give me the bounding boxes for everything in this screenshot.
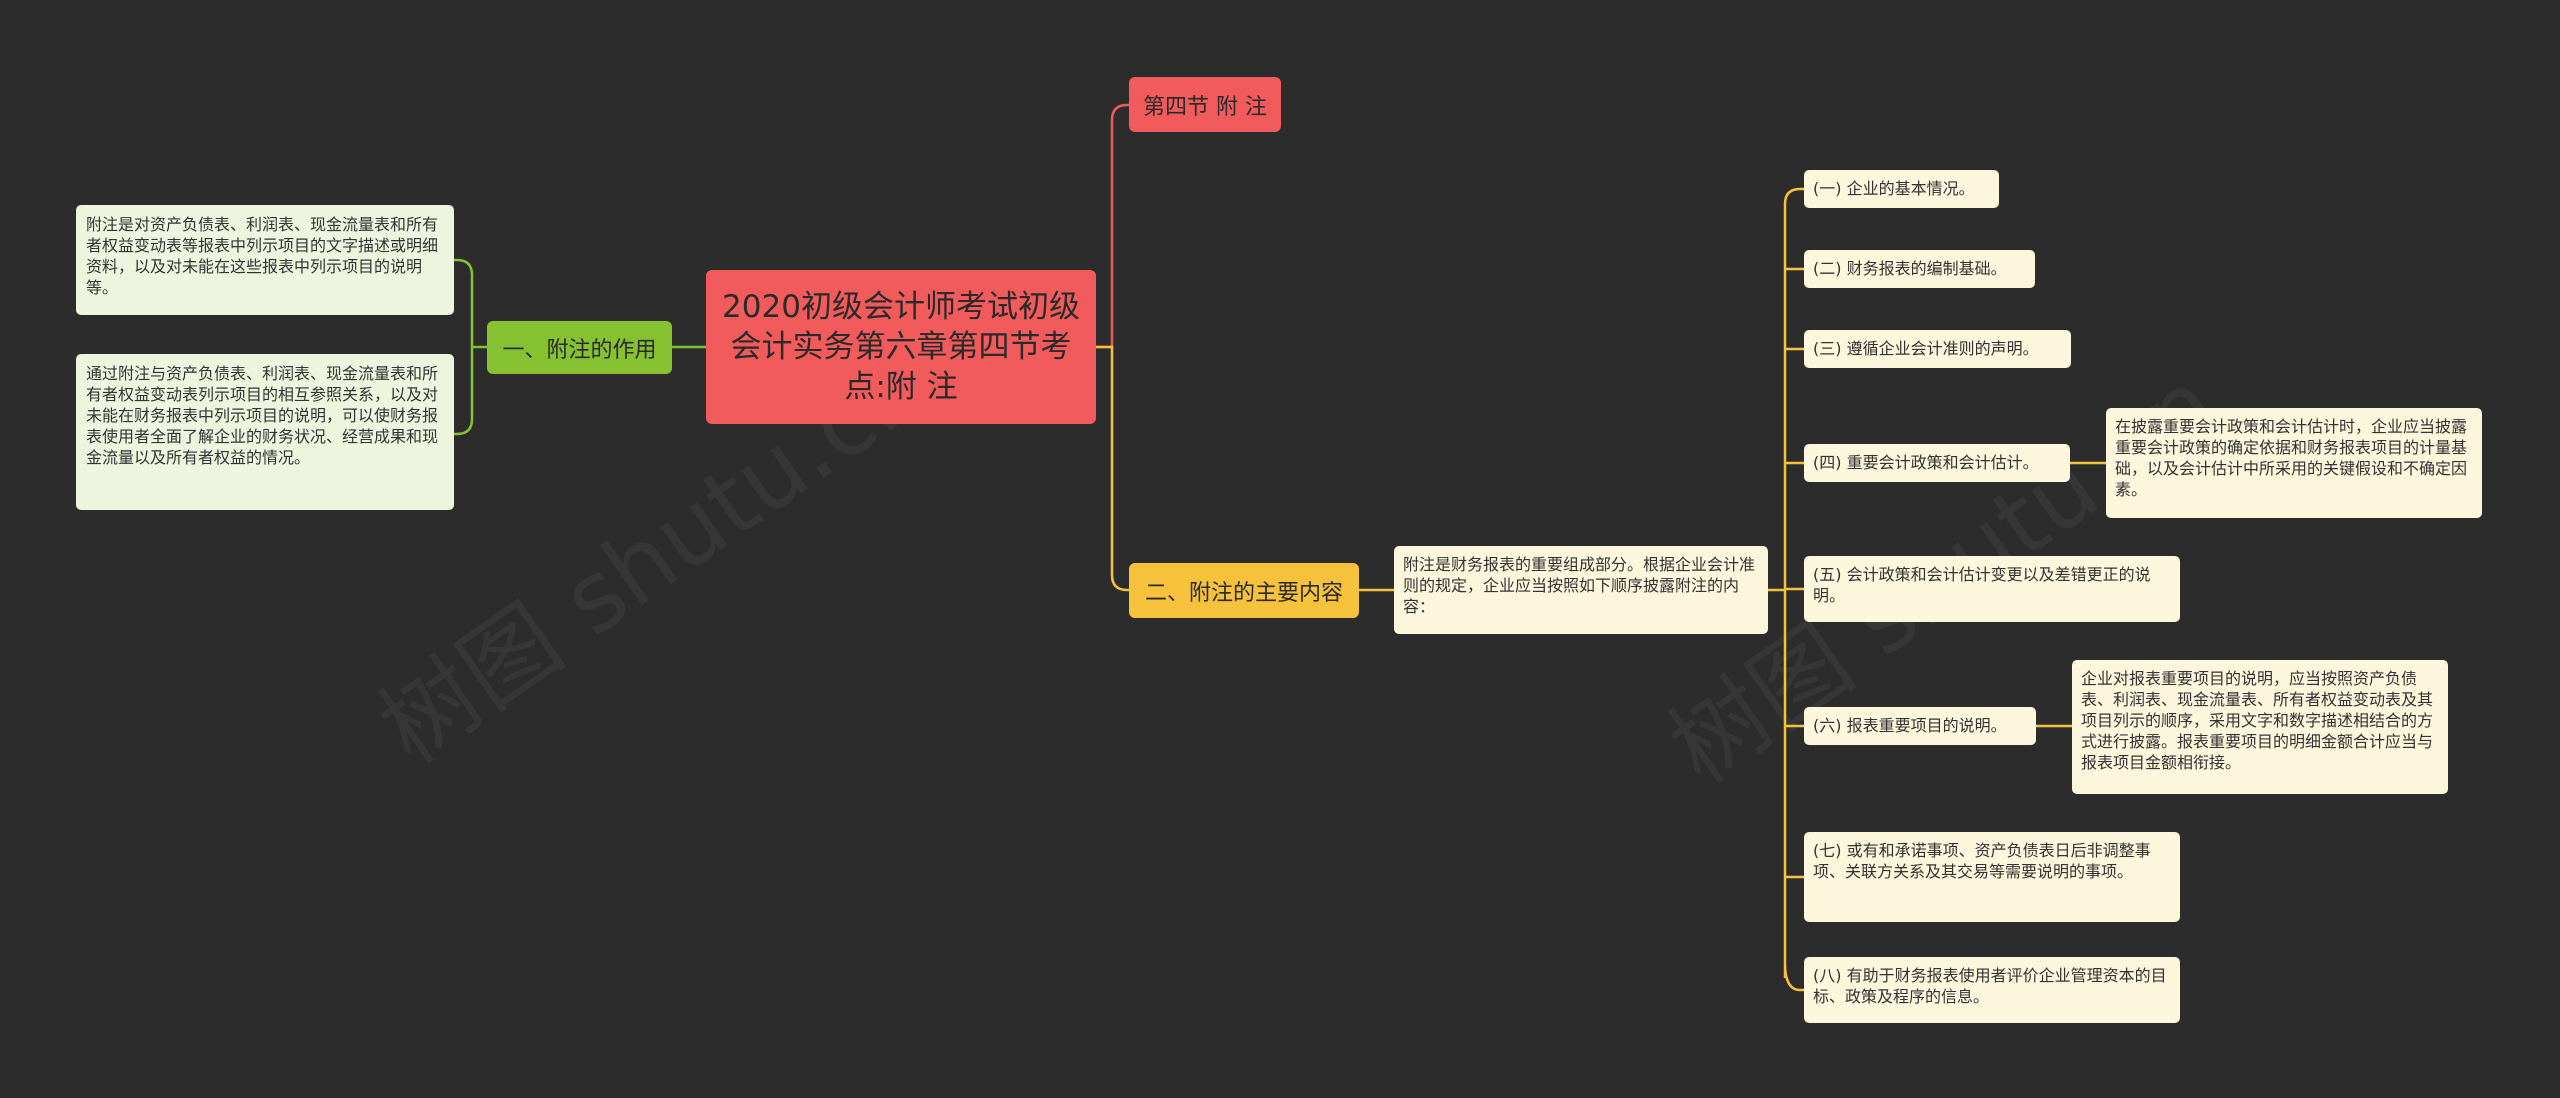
content-item-text: (四) 重要会计政策和会计估计。 bbox=[1813, 453, 2039, 472]
branch-section-label: 第四节 附 注 bbox=[1143, 94, 1267, 120]
role-leaf[interactable]: 通过附注与资产负债表、利润表、现金流量表和所有者权益变动表列示项目的相互参照关系… bbox=[76, 354, 454, 510]
role-leaf-text: 附注是对资产负债表、利润表、现金流量表和所有者权益变动表等报表中列示项目的文字描… bbox=[86, 215, 439, 297]
content-intro-text: 附注是财务报表的重要组成部分。根据企业会计准则的规定，企业应当按照如下顺序披露附… bbox=[1403, 555, 1756, 616]
branch-role-label: 一、附注的作用 bbox=[502, 337, 657, 363]
content-intro[interactable]: 附注是财务报表的重要组成部分。根据企业会计准则的规定，企业应当按照如下顺序披露附… bbox=[1394, 546, 1768, 634]
content-item[interactable]: (五) 会计政策和会计估计变更以及差错更正的说明。 bbox=[1804, 556, 2180, 622]
policy-detail[interactable]: 在披露重要会计政策和会计估计时，企业应当披露重要会计政策的确定依据和财务报表项目… bbox=[2106, 408, 2482, 518]
branch-content-label: 二、附注的主要内容 bbox=[1144, 580, 1343, 606]
branch-section[interactable]: 第四节 附 注 bbox=[1129, 77, 1281, 132]
content-item-text: (六) 报表重要项目的说明。 bbox=[1813, 716, 2007, 735]
content-item[interactable]: (一) 企业的基本情况。 bbox=[1804, 170, 1999, 208]
content-item-text: (三) 遵循企业会计准则的声明。 bbox=[1813, 339, 2039, 358]
root-topic[interactable]: 2020初级会计师考试初级会计实务第六章第四节考点:附 注 bbox=[706, 270, 1096, 424]
role-leaf-text: 通过附注与资产负债表、利润表、现金流量表和所有者权益变动表列示项目的相互参照关系… bbox=[86, 364, 439, 467]
policy-detail-text: 在披露重要会计政策和会计估计时，企业应当披露重要会计政策的确定依据和财务报表项目… bbox=[2115, 417, 2468, 499]
branch-content[interactable]: 二、附注的主要内容 bbox=[1129, 563, 1359, 618]
content-item[interactable]: (七) 或有和承诺事项、资产负债表日后非调整事项、关联方关系及其交易等需要说明的… bbox=[1804, 832, 2180, 922]
content-item[interactable]: (八) 有助于财务报表使用者评价企业管理资本的目标、政策及程序的信息。 bbox=[1804, 957, 2180, 1023]
content-item[interactable]: (四) 重要会计政策和会计估计。 bbox=[1804, 444, 2070, 482]
content-item[interactable]: (二) 财务报表的编制基础。 bbox=[1804, 250, 2035, 288]
link-root-section bbox=[1096, 103, 1129, 349]
content-item[interactable]: (三) 遵循企业会计准则的声明。 bbox=[1804, 330, 2071, 368]
content-item[interactable]: (六) 报表重要项目的说明。 bbox=[1804, 707, 2036, 745]
role-leaf[interactable]: 附注是对资产负债表、利润表、现金流量表和所有者权益变动表等报表中列示项目的文字描… bbox=[76, 205, 454, 315]
items-detail-text: 企业对报表重要项目的说明，应当按照资产负债表、利润表、现金流量表、所有者权益变动… bbox=[2081, 669, 2434, 772]
link-root-content bbox=[1096, 345, 1129, 592]
content-item-text: (七) 或有和承诺事项、资产负债表日后非调整事项、关联方关系及其交易等需要说明的… bbox=[1813, 841, 2151, 881]
branch-role[interactable]: 一、附注的作用 bbox=[487, 321, 672, 374]
link-intro-items bbox=[1768, 187, 1804, 992]
content-item-text: (八) 有助于财务报表使用者评价企业管理资本的目标、政策及程序的信息。 bbox=[1813, 966, 2167, 1006]
content-item-text: (一) 企业的基本情况。 bbox=[1813, 179, 1975, 198]
items-detail[interactable]: 企业对报表重要项目的说明，应当按照资产负债表、利润表、现金流量表、所有者权益变动… bbox=[2072, 660, 2448, 794]
root-title: 2020初级会计师考试初级会计实务第六章第四节考点:附 注 bbox=[722, 289, 1080, 405]
content-item-text: (五) 会计政策和会计估计变更以及差错更正的说明。 bbox=[1813, 565, 2151, 605]
content-item-text: (二) 财务报表的编制基础。 bbox=[1813, 259, 2007, 278]
link-role-leaves bbox=[454, 258, 487, 436]
